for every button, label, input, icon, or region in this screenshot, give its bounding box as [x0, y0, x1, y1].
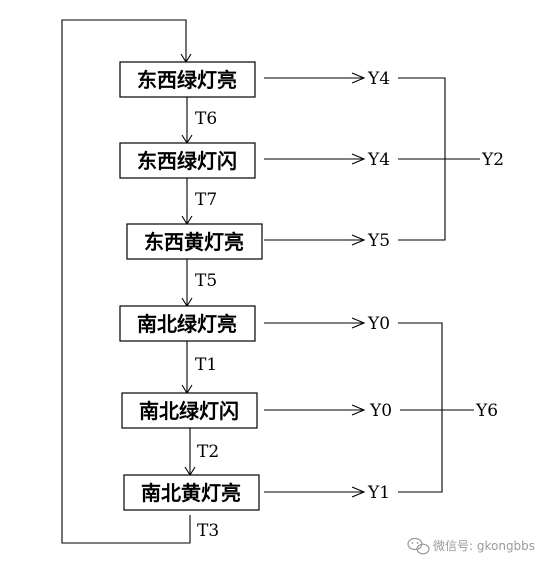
transition-label-loop: T3 [197, 521, 219, 541]
group-bracket-y2: Y2 [398, 77, 504, 241]
loop-back-line [61, 19, 191, 544]
state-label-4: 南北绿灯亮 [137, 312, 237, 336]
state-step-5: 南北绿灯闪 Y0 [121, 392, 392, 429]
state-box-5 [121, 392, 258, 429]
state-step-3: 东西黄灯亮 Y5 [126, 223, 390, 260]
state-label-3: 东西黄灯亮 [144, 230, 244, 254]
state-step-6: 南北黄灯亮 Y1 [123, 474, 390, 511]
watermark: 微信号: gkongbbs [407, 537, 535, 555]
group-bracket-y6: Y6 [398, 322, 498, 493]
output-label-3: Y5 [367, 231, 390, 251]
state-label-1: 东西绿灯亮 [137, 68, 237, 92]
output-arrowhead-3 [351, 234, 366, 246]
output-arrowhead-4 [351, 317, 366, 329]
output-label-4: Y0 [367, 314, 390, 334]
state-box-3 [126, 223, 263, 260]
transition-label-4: T1 [195, 355, 217, 375]
state-label-2: 东西绿灯闪 [137, 149, 237, 173]
output-arrowhead-6 [351, 486, 366, 498]
output-label-6: Y1 [367, 483, 390, 503]
state-step-4: 南北绿灯亮 Y0 [119, 305, 390, 342]
output-arrowhead-5 [351, 404, 366, 416]
state-label-6: 南北黄灯亮 [141, 481, 241, 505]
group-label-y2: Y2 [481, 150, 504, 170]
transition-label-1: T6 [195, 109, 217, 129]
output-label-2: Y4 [367, 150, 390, 170]
transition-label-5: T2 [197, 442, 219, 462]
wechat-icon [407, 537, 430, 555]
output-label-1: Y4 [367, 69, 390, 89]
state-step-1: 东西绿灯亮 Y4 [119, 61, 390, 98]
group-bracket-line-y6 [398, 322, 443, 493]
transition-label-3: T5 [195, 271, 217, 291]
output-arrowhead-2 [351, 153, 366, 165]
output-arrowhead-1 [351, 72, 366, 84]
output-label-5: Y0 [369, 401, 392, 421]
state-box-6 [123, 474, 260, 511]
transition-label-2: T7 [195, 190, 217, 210]
group-label-y6: Y6 [475, 401, 498, 421]
state-label-5: 南北绿灯闪 [139, 399, 239, 423]
watermark-text: 微信号: gkongbbs [433, 539, 535, 553]
state-step-2: 东西绿灯闪 Y4 [119, 142, 390, 179]
